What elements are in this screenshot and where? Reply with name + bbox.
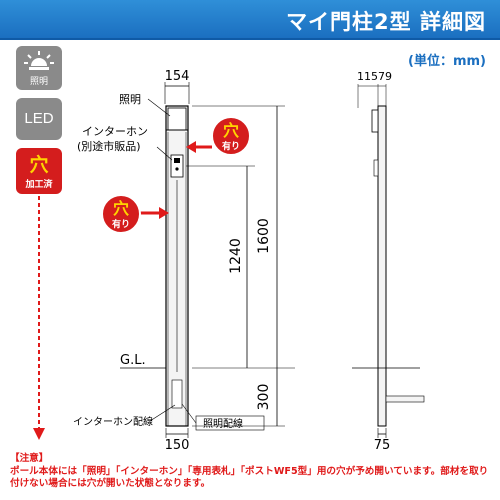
lamp-icon xyxy=(24,51,54,70)
side-post-body xyxy=(377,105,387,427)
led-badge: LED xyxy=(16,98,62,140)
side-light-housing xyxy=(371,109,379,133)
side-bottom-width-value: 75 xyxy=(374,438,391,453)
hole-badge-lower-glyph: 穴 xyxy=(113,199,129,218)
side-intercom-profile xyxy=(373,159,379,177)
front-height-total-value: 1600 xyxy=(256,218,272,254)
note-pointer-arrowhead xyxy=(33,428,45,440)
side-view: 11579 75 xyxy=(352,70,425,453)
intercom-wiring-label: インターホン配線 xyxy=(73,415,153,428)
led-badge-label: LED xyxy=(24,110,54,127)
front-height-mid-value: 1240 xyxy=(228,238,244,274)
front-bottom-width-value: 150 xyxy=(165,438,190,453)
caution-note: 【注意】 ポール本体には「照明」「インターホン」「専用表札」「ポストWF5型」用… xyxy=(10,453,492,491)
hole-callout-lower: 穴 有り xyxy=(101,194,169,234)
hole-badge-upper-label: 有り xyxy=(222,140,240,152)
unit-label: (単位：mm) xyxy=(408,54,486,69)
hole-badge-upper-glyph: 穴 xyxy=(223,121,239,140)
front-view: 154 1600 1240 300 G.L. 照明 インターホン (別途市販 xyxy=(73,69,295,453)
caution-note-heading: 【注意】 xyxy=(10,453,49,464)
page-title: マイ門柱2型 詳細図 xyxy=(286,10,486,34)
lighting-badge-label: 照明 xyxy=(29,77,48,87)
hole-processed-badge: 穴 加工済 xyxy=(16,148,62,194)
side-top-dims: 11579 xyxy=(357,70,392,83)
hole-callout-upper: 穴 有り xyxy=(186,116,251,156)
front-light-housing xyxy=(167,107,187,131)
hole-badge-glyph: 穴 xyxy=(29,154,49,176)
front-intercom-label-1: インターホン xyxy=(82,125,148,138)
front-top-width-value: 154 xyxy=(165,69,190,84)
lighting-badge: 照明 xyxy=(16,46,62,90)
hole-badge-label: 加工済 xyxy=(25,180,53,190)
front-light-label: 照明 xyxy=(119,93,141,106)
front-gl-label: G.L. xyxy=(120,353,146,368)
light-wiring-label: 照明配線 xyxy=(203,417,243,430)
hole-badge-lower-label: 有り xyxy=(112,218,130,230)
title-bar: マイ門柱2型 詳細図 xyxy=(0,0,500,40)
front-height-buried-value: 300 xyxy=(256,384,272,411)
caution-note-body: ポール本体には「照明」「インターホン」「専用表札」「ポストWF5型」用の穴が予め… xyxy=(10,465,489,490)
front-intercom-label-2: (別途市販品) xyxy=(77,139,141,153)
